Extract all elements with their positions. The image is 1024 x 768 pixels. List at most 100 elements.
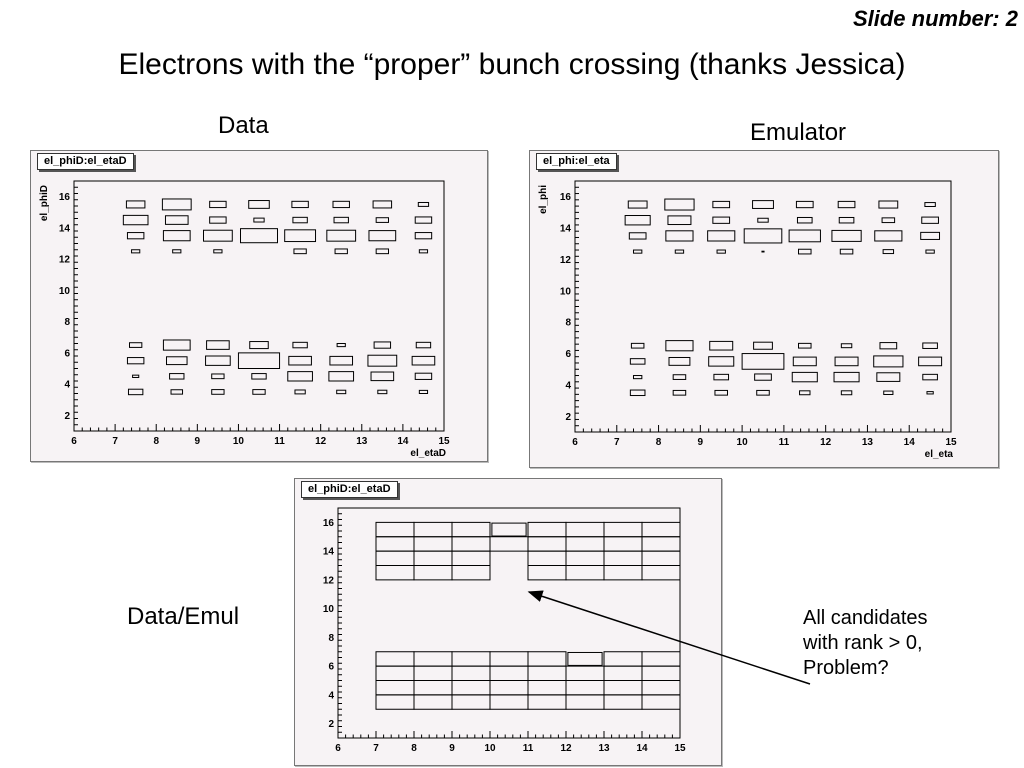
bin-box — [565, 536, 605, 552]
bin-box — [527, 565, 567, 581]
bin-box — [603, 651, 643, 667]
bin-box — [489, 665, 529, 681]
bin-box — [336, 389, 347, 395]
bin-box — [873, 355, 904, 368]
x-tick-label: 8 — [153, 436, 159, 447]
bin-box — [924, 202, 936, 207]
bin-box — [451, 521, 491, 538]
x-tick-label: 13 — [598, 743, 610, 754]
bin-box — [375, 694, 415, 710]
bin-box — [922, 342, 938, 349]
bin-box — [831, 229, 862, 242]
bin-box — [125, 200, 146, 209]
bin-box — [799, 390, 811, 396]
y-tick-label: 6 — [565, 349, 571, 360]
bin-box — [753, 341, 773, 350]
bin-box — [714, 389, 728, 396]
data-label: Data — [218, 112, 269, 139]
bin-box — [377, 389, 388, 395]
x-tick-label: 10 — [484, 743, 496, 754]
y-tick-label: 4 — [565, 380, 571, 391]
bin-box — [413, 694, 453, 710]
bin-box — [921, 216, 939, 224]
bin-box — [375, 521, 415, 538]
bin-box — [240, 228, 278, 244]
y-tick-label: 6 — [328, 662, 334, 673]
bin-box — [411, 355, 436, 366]
bin-box — [132, 374, 140, 378]
bin-box — [667, 215, 692, 226]
bin-box — [418, 389, 429, 394]
bin-box — [375, 651, 415, 667]
x-tick-label: 14 — [904, 437, 916, 448]
annotation-note: All candidates with rank > 0, Problem? — [803, 607, 928, 679]
y-tick-label: 12 — [560, 255, 572, 266]
bin-box — [489, 536, 529, 552]
x-tick-label: 11 — [779, 437, 790, 448]
emulator-label: Emulator — [750, 119, 847, 146]
bin-box — [632, 249, 643, 254]
bin-box — [925, 249, 935, 254]
y-tick-label: 16 — [323, 518, 335, 529]
bin-box — [874, 230, 903, 242]
bin-box — [707, 230, 736, 242]
bin-box — [840, 390, 853, 396]
bin-box — [336, 343, 346, 348]
bin-box — [237, 352, 281, 369]
bin-box — [882, 249, 895, 255]
bin-box — [837, 200, 856, 209]
bin-box — [668, 356, 691, 366]
y-tick-label: 8 — [328, 633, 334, 644]
y-tick-label: 2 — [328, 719, 334, 730]
bin-box — [417, 201, 430, 207]
bin-box — [527, 536, 567, 552]
bin-box — [712, 200, 731, 209]
bin-box — [414, 232, 433, 240]
bin-box — [754, 373, 772, 381]
data-plot-title: el_phiD:el_etaD — [37, 153, 134, 170]
bin-box — [641, 651, 681, 667]
bin-box — [203, 229, 233, 242]
bin-box — [632, 375, 643, 380]
bin-box — [287, 371, 313, 382]
bin-box — [641, 565, 681, 581]
bin-box — [333, 216, 349, 224]
bin-box — [565, 680, 605, 696]
bin-box — [413, 550, 453, 566]
bin-box — [127, 388, 144, 396]
bin-box — [451, 694, 491, 710]
bin-box — [415, 341, 432, 349]
bin-box — [716, 249, 726, 254]
bin-box — [170, 389, 184, 395]
bin-box — [249, 341, 269, 350]
bin-box — [162, 339, 191, 351]
y-tick-label: 12 — [323, 575, 335, 586]
bin-box — [833, 371, 860, 383]
bin-box — [131, 249, 141, 254]
x-tick-label: 11 — [523, 743, 534, 754]
bin-box — [252, 389, 266, 395]
bin-box — [332, 200, 350, 209]
x-tick-label: 15 — [674, 743, 686, 754]
bin-box — [329, 355, 354, 366]
bin-box — [451, 651, 491, 667]
x-tick-label: 13 — [862, 437, 874, 448]
x-tick-label: 8 — [411, 743, 417, 754]
bin-box — [126, 232, 145, 240]
bin-box — [603, 694, 643, 710]
y-tick-label: 10 — [59, 286, 71, 297]
bin-box — [169, 373, 185, 380]
x-axis-title: el_eta — [925, 449, 954, 460]
bin-box — [672, 374, 687, 380]
x-tick-label: 7 — [112, 436, 118, 447]
bin-box — [878, 200, 899, 209]
bin-box — [451, 665, 491, 681]
bin-box — [629, 389, 646, 397]
bin-box — [213, 249, 223, 254]
bin-box — [368, 230, 397, 242]
bin-box — [172, 249, 182, 254]
